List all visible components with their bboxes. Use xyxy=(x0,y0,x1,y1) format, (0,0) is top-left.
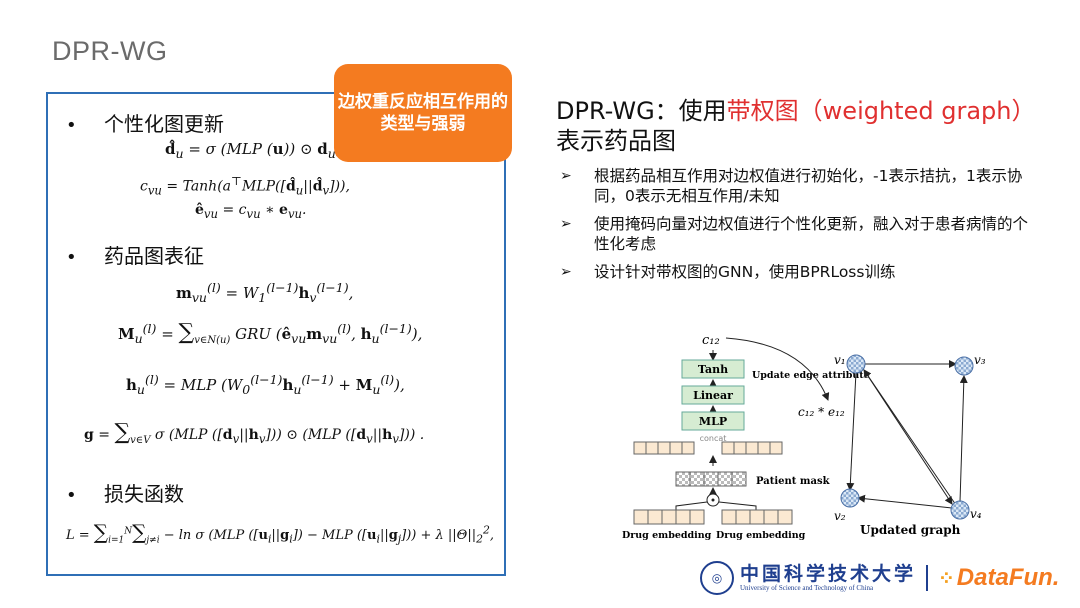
equation-e-hat: êvu = cvu ∗ evu. xyxy=(195,202,307,221)
arrow-bullet-icon: ➢ xyxy=(560,216,572,232)
equation-graph-readout: g = ∑v∈V σ (MLP ([dv||hv])) ⊙ (MLP ([dv|… xyxy=(84,420,425,446)
patient-mask-label: Patient mask xyxy=(756,476,831,487)
patient-mask-vector xyxy=(675,471,747,487)
concat-label: concat xyxy=(700,434,727,443)
node-label-v4: v₄ xyxy=(970,507,982,521)
equation-d-hat: d̂u = σ (MLP (u)) ⊙ du, xyxy=(165,140,341,161)
c12-label: c₁₂ xyxy=(702,333,720,348)
datafun-dots-icon: ⁘ xyxy=(938,567,955,590)
arrow-bullet-icon: ➢ xyxy=(560,264,572,280)
section-drug-graph-representation: • 药品图表征 xyxy=(66,240,204,269)
mlp-label: MLP xyxy=(699,415,727,428)
bullet-dot: • xyxy=(66,115,77,136)
updated-graph-label: Updated graph xyxy=(860,523,961,537)
ustc-name-en: University of Science and Technology of … xyxy=(740,583,874,592)
key-point-text: 根据药品相互作用对边权值进行初始化，-1表示拮抗，1表示协同，0表示无相互作用/… xyxy=(594,167,1023,205)
equation-loss: L = ∑i=1N∑j≠i − ln σ (MLP ([ui||gi]) − M… xyxy=(66,520,494,546)
equation-update: hu(l) = MLP (W0(l−1)hu(l−1) + Mu(l)), xyxy=(126,372,405,397)
ustc-wordmark: 中国科学技术大学 University of Science and Techn… xyxy=(740,564,916,593)
edge-update-diagram: c₁₂ Tanh Linear MLP concat Patient mask … xyxy=(622,333,986,541)
section-personalized-graph-update: • 个性化图更新 xyxy=(66,108,224,137)
ustc-name-cn: 中国科学技术大学 xyxy=(740,562,917,585)
graph-node-v4 xyxy=(950,500,970,520)
linear-block xyxy=(681,385,745,405)
node-label-v2: v₂ xyxy=(834,509,846,523)
concat-vector xyxy=(633,441,783,455)
heading-highlight: 带权图（weighted graph） xyxy=(726,97,1036,125)
linear-label: Linear xyxy=(693,389,733,402)
formula-panel xyxy=(46,92,506,576)
mlp-block xyxy=(681,411,745,431)
node-label-v1: v₁ xyxy=(834,353,846,367)
footer-logos: ◎ 中国科学技术大学 University of Science and Tec… xyxy=(700,558,1059,598)
key-point: ➢ 设计针对带权图的GNN，使用BPRLoss训练 xyxy=(560,262,1030,282)
equation-message: mvu(l) = W1(l−1)hv(l−1), xyxy=(176,280,354,305)
node-label-v3: v₃ xyxy=(974,353,986,367)
graph-node-v3 xyxy=(954,356,974,376)
key-point-text: 设计针对带权图的GNN，使用BPRLoss训练 xyxy=(594,263,896,281)
section-label: 药品图表征 xyxy=(104,244,204,268)
drug-embedding-right-label: Drug embedding xyxy=(716,530,806,541)
heading-prefix: DPR-WG：使用 xyxy=(556,97,727,125)
key-point: ➢ 使用掩码向量对边权值进行个性化更新，融入对于患者病情的个性化考虑 xyxy=(560,214,1030,254)
equation-aggregate: Mu(l) = ∑v∈N(u) GRU (êvumvu(l), hu(l−1))… xyxy=(118,320,423,346)
bullet-dot: • xyxy=(66,485,77,506)
logo-divider xyxy=(926,565,929,591)
equation-c-vu: cvu = Tanh(a⊤MLP([d̂u||d̂v])), xyxy=(140,174,350,198)
tanh-block xyxy=(681,359,745,379)
section-loss-function: • 损失函数 xyxy=(66,478,184,507)
section-label: 个性化图更新 xyxy=(104,112,224,136)
heading-suffix: 表示药品图 xyxy=(556,127,676,155)
tanh-label: Tanh xyxy=(698,363,728,376)
graph-node-v1 xyxy=(846,354,866,374)
drug-embedding-left-label: Drug embedding xyxy=(622,530,712,541)
weight-meaning-badge: 边权重反应相互作用的类型与强弱 xyxy=(334,64,512,162)
ustc-seal-icon: ◎ xyxy=(700,561,734,595)
datafun-logo-text: DataFun. xyxy=(956,564,1060,591)
drug-embedding-vectors xyxy=(633,509,793,525)
right-heading: DPR-WG：使用带权图（weighted graph） 表示药品图 xyxy=(556,96,1035,156)
arrow-bullet-icon: ➢ xyxy=(560,168,572,184)
graph-node-v2 xyxy=(840,488,860,508)
edge-product-label: c₁₂ * e₁₂ xyxy=(798,405,845,419)
slide-title: DPR-WG xyxy=(52,36,168,66)
key-point: ➢ 根据药品相互作用对边权值进行初始化，-1表示拮抗，1表示协同，0表示无相互作用… xyxy=(560,166,1030,206)
section-label: 损失函数 xyxy=(104,482,184,506)
key-point-text: 使用掩码向量对边权值进行个性化更新，融入对于患者病情的个性化考虑 xyxy=(594,215,1029,253)
key-points-list: ➢ 根据药品相互作用对边权值进行初始化，-1表示拮抗，1表示协同，0表示无相互作用… xyxy=(560,166,1030,290)
bullet-dot: • xyxy=(66,247,77,268)
update-edge-label: Update edge attribute xyxy=(752,370,870,381)
